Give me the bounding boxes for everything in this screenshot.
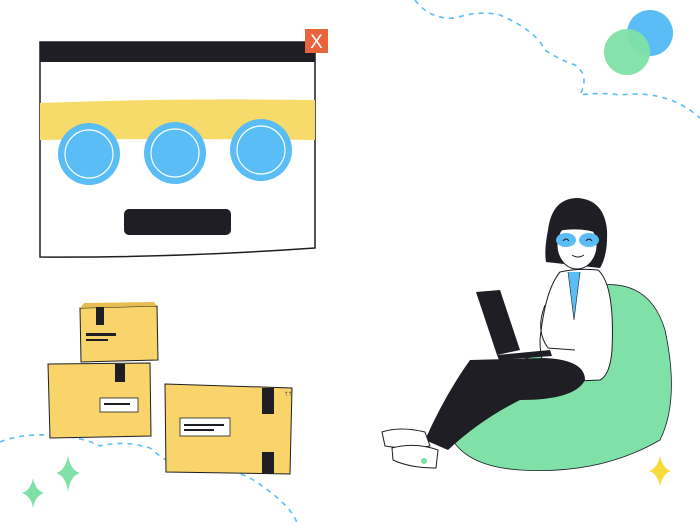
- laptop-icon: [476, 290, 552, 360]
- pants: [425, 358, 585, 450]
- dashed-cloud-top-right: [414, 0, 700, 119]
- option-circle-2[interactable]: [144, 122, 206, 184]
- sparkle-icon-green-large: [56, 455, 80, 492]
- box-icon-bottom-right: ↑↑: [164, 383, 293, 475]
- box-icon-top: [79, 302, 159, 363]
- box-icon-bottom-left: [47, 362, 152, 439]
- green-bubble-icon: [604, 29, 650, 75]
- person: [381, 198, 613, 469]
- sparkle-icon-yellow: [649, 455, 671, 487]
- svg-text:↑↑: ↑↑: [284, 389, 292, 398]
- option-circle-1[interactable]: [58, 123, 120, 185]
- shoe-right: [391, 444, 439, 469]
- glasses-icon: [556, 233, 599, 247]
- app-window: [39, 41, 316, 258]
- close-button[interactable]: X: [305, 29, 328, 53]
- close-icon: X: [310, 32, 323, 53]
- window-titlebar: [40, 42, 315, 62]
- action-bar[interactable]: [124, 209, 231, 235]
- sparkle-icon-green-small: [22, 478, 44, 508]
- option-circle-3[interactable]: [230, 119, 292, 181]
